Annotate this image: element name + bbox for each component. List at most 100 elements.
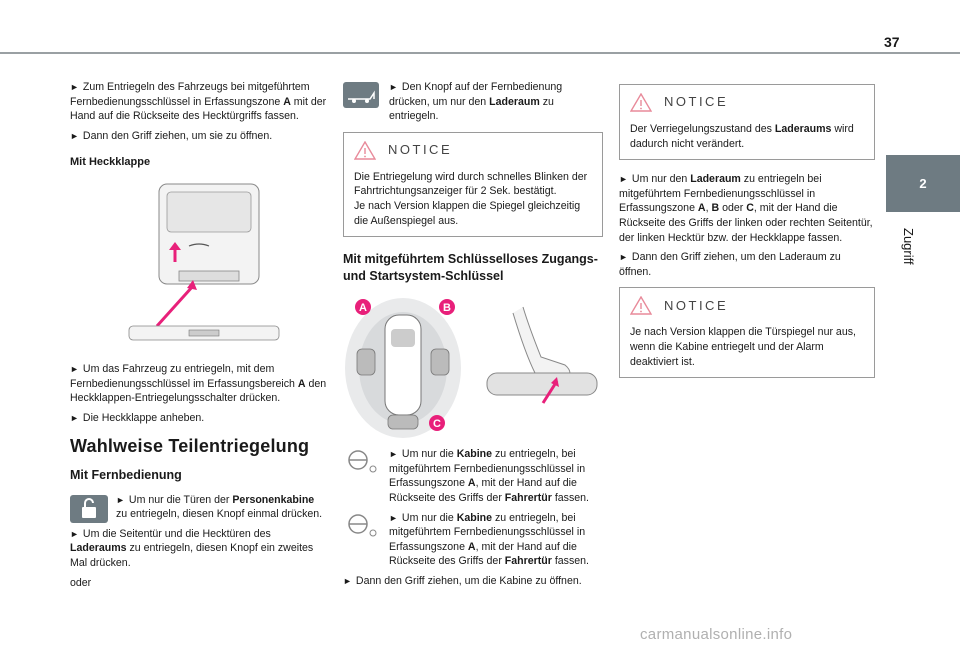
bullet-arrow-icon: ► (389, 512, 398, 523)
text: A (283, 95, 291, 108)
paragraph: oder (70, 576, 92, 589)
chapter-title: Zugriff (901, 228, 916, 265)
header-rule (0, 52, 960, 54)
unlock-icon (70, 494, 108, 523)
text: Kabine (456, 448, 493, 461)
paragraph: ►Die Heckklappe anheben. (70, 411, 328, 426)
text: B (711, 202, 720, 215)
text: A (467, 477, 476, 490)
detection-zones-illustration: A B C (345, 298, 598, 439)
bullet-arrow-icon: ► (619, 174, 628, 185)
zone-b-label: B (443, 302, 451, 314)
text: Um die Seitentür und die Hecktüren des (82, 527, 271, 540)
text: Dann den Griff ziehen, um den Laderaum z… (619, 251, 841, 278)
notice-title: NOTICE (388, 141, 453, 157)
paragraph: ►Um nur den Laderaum zu entriegeln bei m… (619, 172, 875, 245)
text: Die Heckklappe anheben. (82, 411, 205, 424)
text: Fahrertür (504, 491, 552, 504)
text: zu entriegeln, diesen Knopf ein zweites … (70, 542, 314, 569)
text: , (705, 202, 712, 215)
bullet-arrow-icon: ► (389, 449, 398, 460)
text: fassen. (551, 555, 589, 568)
bullet-arrow-icon: ► (70, 130, 79, 141)
notice-header: NOTICE (630, 296, 866, 316)
bullet-arrow-icon: ► (70, 528, 79, 539)
warning-icon (354, 140, 376, 160)
text: zu entriegeln, diesen Knopf einmal drück… (116, 508, 323, 521)
text: , mit der Hand die Rückseite des Griffs … (619, 202, 873, 244)
watermark: carmanualsonline.info (640, 626, 793, 643)
paragraph: ►Zum Entriegeln des Fahrzeugs bei mitgef… (70, 80, 328, 124)
bullet-arrow-icon: ► (116, 494, 125, 505)
subsection-title: Mit Fernbedienung (70, 467, 182, 482)
text: Um nur die Türen der (128, 493, 233, 506)
text: Dann den Griff ziehen, um die Kabine zu … (355, 574, 582, 587)
text: den Heckklappen-Entriegelungsschalter dr… (70, 377, 327, 405)
page-number: 37 (884, 34, 900, 50)
bullet-arrow-icon: ► (70, 412, 79, 423)
text: zu entriegeln bei mitgeführtem Fernbedie… (619, 173, 822, 215)
text: Personenkabine (232, 493, 315, 506)
zone-a-label: A (359, 302, 367, 314)
notice-text: Je nach Version klappen die Spiegel glei… (354, 199, 581, 227)
text: C (746, 202, 754, 215)
tailgate-illustration (128, 183, 280, 341)
text: A (297, 377, 306, 390)
subsection-title: Mit mitgeführtem Schlüsselloses Zugangs-… (343, 252, 598, 284)
text: oder (719, 202, 747, 215)
text: zu entriegeln. (389, 95, 554, 123)
steering-wheel-icon (348, 450, 377, 473)
text: Um nur die (401, 511, 457, 524)
text: Um nur den (631, 173, 691, 186)
text: Fahrertür (504, 555, 552, 568)
chapter-number: 2 (919, 176, 927, 191)
heading-heckklappe: Mit Heckklappe (70, 156, 151, 169)
cargo-van-icon (343, 82, 379, 108)
paragraph: ►Dann den Griff ziehen, um den Laderaum … (619, 250, 875, 279)
section-title: Wahlweise Teilentriegelung (70, 436, 310, 457)
text: mit der Hand auf die Rückseite des Heckt… (70, 95, 327, 123)
text: Laderaums (70, 542, 127, 555)
text: Laderaum (690, 173, 741, 186)
paragraph-with-icon: ►Den Knopf auf der Fernbedienung drücken… (343, 80, 603, 124)
text: zu entriegeln, bei mitgeführtem Fernbedi… (389, 511, 586, 553)
bullet-arrow-icon: ► (70, 82, 79, 92)
text: Um nur die (401, 448, 457, 461)
column-left: ►Zum Entriegeln des Fahrzeugs bei mitgef… (70, 80, 328, 595)
column-right: NOTICE Der Verriegelungszustand des Lade… (619, 80, 875, 386)
notice-box: NOTICE Die Entriegelung wird durch schne… (343, 131, 603, 238)
text: zu entriegeln, bei mitgeführtem Fernbedi… (389, 448, 586, 490)
paragraph-with-icon: ►Um nur die Türen der Personenkabine zu … (70, 493, 328, 523)
text: Der Verriegelungszustand des (630, 123, 775, 135)
text: fassen. (551, 491, 589, 504)
text: A (697, 202, 706, 215)
text: A (467, 540, 476, 553)
notice-text: Je nach Version klappen die Türspiegel n… (630, 326, 856, 368)
notice-box: NOTICE Der Verriegelungszustand des Lade… (619, 84, 875, 161)
text: , mit der Hand auf die Rückseite des Gri… (389, 540, 577, 568)
notice-box: NOTICE Je nach Version klappen die Türsp… (619, 287, 875, 379)
bullet-arrow-icon: ► (70, 363, 79, 374)
notice-header: NOTICE (354, 140, 594, 160)
paragraph-with-icon: ►Um nur die Kabine zu entriegeln, bei mi… (343, 447, 603, 505)
notice-title: NOTICE (664, 94, 729, 110)
bullet-arrow-icon: ► (389, 82, 398, 92)
text: Den Knopf auf der Fernbedienung drücken,… (389, 81, 563, 108)
bullet-arrow-icon: ► (619, 252, 628, 263)
text: Dann den Griff ziehen, um sie zu öffnen. (82, 129, 273, 142)
paragraph: ►Dann den Griff ziehen, um die Kabine zu… (343, 574, 603, 589)
bullet-arrow-icon: ► (343, 575, 352, 586)
paragraph: ►Um die Seitentür und die Hecktüren des … (70, 527, 328, 571)
text: , mit der Hand auf die Rückseite des Gri… (389, 477, 577, 504)
zone-c-label: C (433, 418, 441, 430)
notice-header: NOTICE (630, 93, 866, 112)
notice-text: Die Entriegelung wird durch schnelles Bl… (354, 170, 588, 198)
steering-wheel-icon (348, 513, 377, 537)
chapter-tab[interactable]: 2 (886, 155, 960, 212)
text: Zum Entriegeln des Fahrzeugs bei mitgefü… (70, 81, 310, 108)
text: Kabine (456, 511, 493, 524)
paragraph-with-icon: ►Um nur die Kabine zu entriegeln, bei mi… (343, 511, 603, 569)
text: Laderaums (774, 123, 832, 135)
text: wird dadurch nicht verändert. (630, 123, 854, 150)
text: Laderaum (489, 95, 540, 108)
